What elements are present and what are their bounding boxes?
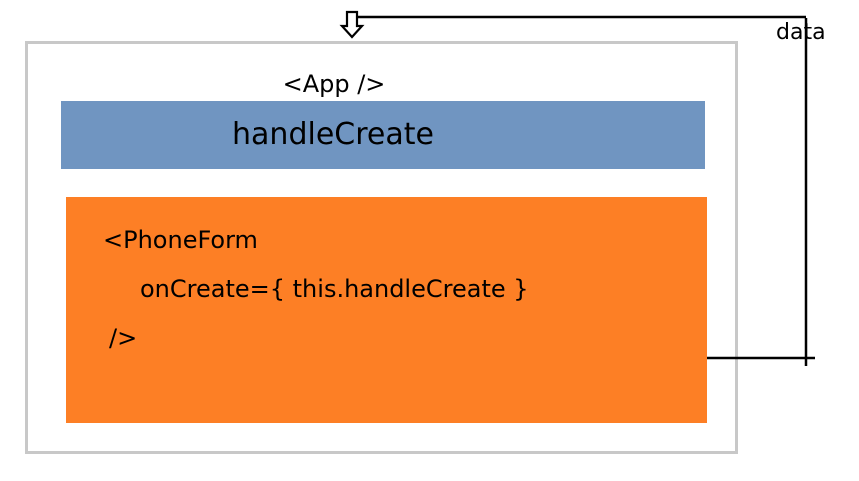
phoneform-component-box [66, 197, 707, 423]
handle-create-bar: handleCreate [61, 101, 705, 169]
app-component-label: <App /> [282, 70, 386, 98]
handle-create-label: handleCreate [232, 117, 434, 152]
down-arrow-icon [339, 10, 365, 39]
phoneform-code-line-3: /> [109, 324, 138, 352]
data-flow-label: data [776, 20, 826, 45]
phoneform-code-line-1: <PhoneForm [103, 226, 258, 254]
phoneform-code-line-2: onCreate={ this.handleCreate } [140, 275, 529, 303]
